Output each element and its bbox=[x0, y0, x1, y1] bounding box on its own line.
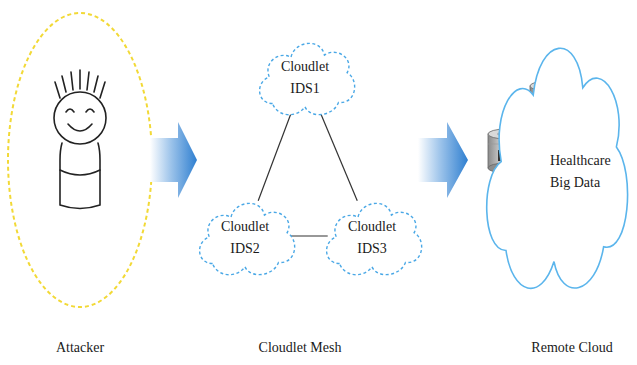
mesh-link bbox=[320, 111, 358, 201]
flow-arrow bbox=[418, 122, 468, 198]
section-caption: Remote Cloud bbox=[531, 340, 612, 356]
cloudlet-cloud: Cloudlet IDS1 bbox=[251, 32, 359, 120]
cloudlet-label: Cloudlet IDS3 bbox=[341, 212, 403, 259]
storage-label: Healthcare Big Data bbox=[550, 150, 612, 193]
cloudlet-cloud: Cloudlet IDS3 bbox=[318, 192, 426, 280]
flow-arrow bbox=[150, 122, 197, 198]
mesh-link bbox=[289, 235, 327, 236]
cloud-outline bbox=[191, 192, 299, 280]
cloudlet-label: Cloudlet IDS2 bbox=[214, 212, 276, 259]
cloud-outline bbox=[318, 192, 426, 280]
mesh-link bbox=[258, 111, 292, 201]
attacker-figure bbox=[54, 70, 106, 209]
remote-cloud: Healthcare Big Data bbox=[474, 10, 634, 306]
cloud-outline bbox=[251, 32, 359, 120]
cloudlet-label: Cloudlet IDS1 bbox=[274, 52, 336, 99]
attacker-circle bbox=[8, 13, 152, 307]
cloudlet-cloud: Cloudlet IDS2 bbox=[191, 192, 299, 280]
section-caption: Cloudlet Mesh bbox=[259, 340, 342, 356]
section-caption: Attacker bbox=[56, 340, 104, 356]
